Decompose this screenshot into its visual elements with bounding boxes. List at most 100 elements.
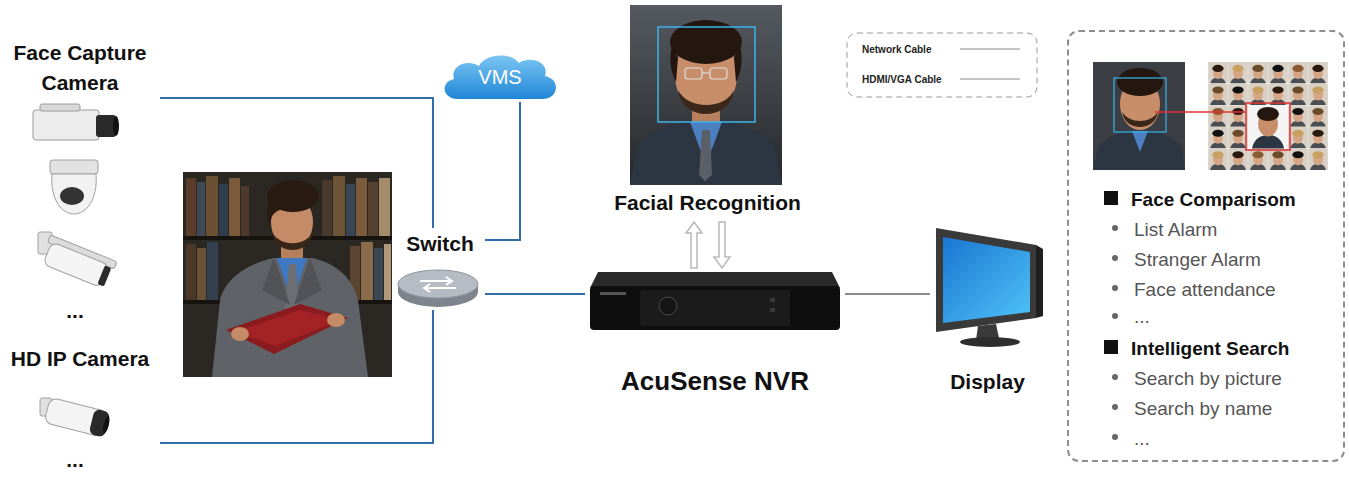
reading-man-photo-part (327, 313, 345, 327)
face-database-grid-part (1228, 84, 1248, 106)
nvr-device-part (770, 308, 775, 312)
legend-box-part (960, 49, 1020, 50)
reading-man-photo (183, 172, 392, 377)
list-bullets-part (1112, 255, 1118, 261)
recognition-node: Facial Recognition (600, 0, 815, 222)
reading-man-photo-part (229, 178, 240, 236)
reading-man-photo-part (226, 304, 348, 354)
camera-group: Face Capture Camera... (0, 38, 160, 323)
face-database-grid-part (1288, 105, 1308, 127)
face-database-grid-part (1248, 148, 1268, 170)
nvr-device-part (600, 292, 626, 295)
monitor-icon-part (1036, 245, 1043, 318)
face-database-grid-part (1288, 148, 1308, 170)
list-bullets-part (1112, 313, 1118, 319)
box-camera-icon (33, 104, 119, 140)
box-camera-icon-part (33, 110, 99, 140)
face-database-grid-part (1248, 105, 1288, 148)
switch-icon (398, 270, 478, 307)
face-database-grid-part (1308, 127, 1328, 149)
face-photo-part (630, 5, 782, 185)
monitor-icon (936, 228, 1043, 347)
bullet-camera-icon-part (39, 235, 117, 290)
feature-panel: Face ComparisomList AlarmStranger AlarmF… (1067, 30, 1345, 462)
connector-line (485, 102, 520, 240)
reading-man-photo-part (368, 182, 378, 236)
reading-man-photo-part (322, 180, 332, 236)
face-thumbnail-part (1122, 112, 1158, 127)
face-database-grid-part (1248, 62, 1268, 84)
legend-box (847, 33, 1037, 97)
face-photo-part (734, 46, 742, 82)
face-database-grid-part (1257, 107, 1279, 121)
face-thumbnail-part (1093, 62, 1185, 170)
connector-line (485, 293, 585, 295)
face-photo-part (685, 68, 702, 79)
connector (160, 98, 433, 228)
reading-man-photo-part (262, 258, 290, 305)
node-heading: Switch (395, 230, 485, 258)
reading-man-photo-part (219, 184, 228, 236)
node-heading: HD IP Camera (0, 345, 160, 373)
nvr-device-part (640, 290, 790, 326)
face-thumbnail-part (1117, 68, 1163, 96)
camera-group: HD IP Camera... (0, 345, 160, 477)
reading-man-photo-part (197, 248, 206, 300)
face-database-grid-part (1228, 105, 1248, 127)
face-photo-part (630, 122, 782, 185)
bullet-camera-icon (40, 397, 112, 438)
face-database-grid-part (1268, 84, 1288, 106)
connector (845, 294, 930, 295)
dome-camera-icon (50, 160, 98, 214)
legend-label: Network Cable (862, 43, 931, 56)
list-bullets-part (1112, 404, 1118, 410)
node-text: Face attendance (1134, 277, 1334, 303)
face-database-grid-part (1288, 127, 1308, 149)
list-bullets-part (1112, 434, 1118, 440)
monitor-icon-part (960, 337, 1020, 347)
connector (686, 222, 730, 268)
face-database-grid-part (1308, 148, 1328, 170)
dome-camera-icon-part (60, 187, 84, 205)
reading-man-photo-part (379, 178, 390, 236)
node-heading: ... (0, 449, 150, 471)
node-text: Stranger Alarm (1134, 247, 1334, 273)
legend-box-part (847, 33, 1037, 97)
cloud-node: VMS (438, 52, 562, 102)
hollow-arrow (686, 222, 702, 268)
dome-camera-icon-part (52, 174, 96, 214)
node-text: Search by name (1134, 396, 1334, 422)
bullet-camera-icon-part (44, 397, 112, 438)
node-heading: Face Comparisom (1131, 187, 1341, 213)
face-database-grid-part (1246, 103, 1290, 150)
face-thumbnail-part (1132, 131, 1148, 152)
face-thumbnail-part (1114, 78, 1166, 132)
face-database-grid-part (1228, 148, 1248, 170)
reading-man-photo-part (346, 184, 355, 236)
bullet-camera-icon-part-part (97, 265, 111, 286)
face-database-grid-part (1268, 62, 1288, 84)
face-database-grid-part (1208, 148, 1228, 170)
face-photo-part (658, 27, 755, 122)
bullet-camera-icon (38, 232, 117, 290)
reading-man-photo-part (333, 176, 345, 236)
face-database-grid-part (1228, 62, 1248, 84)
reading-man-photo-part (186, 178, 196, 236)
bullet-camera-icon-part-part (89, 409, 111, 438)
connector-line (845, 293, 930, 295)
display-node: Display (930, 225, 1045, 400)
face-database-grid-part (1208, 105, 1228, 127)
face-database-grid-part (1308, 62, 1328, 84)
list-bullets-part (1104, 191, 1118, 205)
switch-icon-part (398, 270, 478, 298)
legend-label: HDMI/VGA Cable (862, 73, 942, 86)
list-bullets-part (1104, 340, 1118, 354)
node-heading: AcuSense NVR (585, 364, 845, 398)
reading-man-photo-part (234, 310, 340, 346)
face-database-grid-part (1288, 62, 1308, 84)
list-bullets-part (1112, 225, 1118, 231)
reading-man-photo-part (356, 178, 367, 236)
face-database-grid-part (1252, 135, 1284, 148)
face-database-grid-part (1155, 111, 1246, 113)
